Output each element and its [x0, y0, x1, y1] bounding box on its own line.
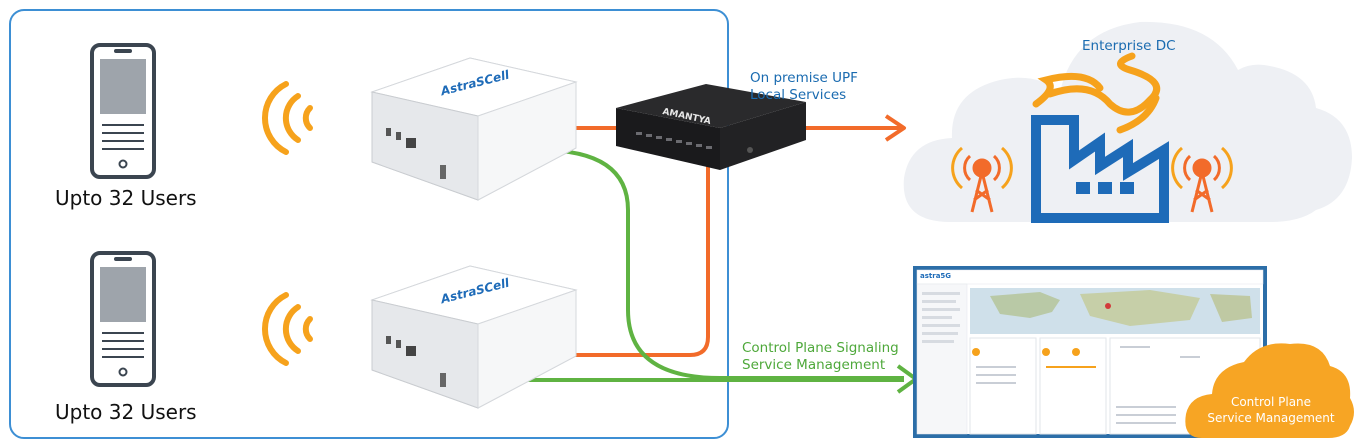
phone-icon	[90, 251, 156, 387]
control-plane-cloud-line1: Control Plane	[1230, 395, 1312, 409]
arrow-head	[884, 114, 906, 142]
control-plane-cloud-label: Control Plane Service Management	[1196, 394, 1346, 426]
cell-1-users-label: Upto 32 Users	[55, 186, 197, 210]
enterprise-cloud	[903, 21, 1352, 222]
control-plane-cloud	[1185, 343, 1354, 438]
radio-tower-icon	[951, 146, 1013, 213]
wireless-signal-icon	[262, 81, 313, 155]
upf-label-line2: Local Services	[750, 87, 847, 103]
site-frame	[9, 9, 729, 439]
upf-label-line1: On premise UPF	[750, 70, 858, 86]
radio-tower-icon	[1171, 146, 1233, 213]
upf-server	[616, 84, 806, 170]
factory-icon	[1031, 52, 1169, 223]
wireless-signal-icon	[262, 292, 313, 366]
dashboard-brand: astra5G	[920, 272, 952, 280]
control-plane-label: Control Plane Signaling Service Manageme…	[742, 340, 899, 374]
control-plane-label-line2: Service Management	[742, 357, 886, 373]
control-plane-label-line1: Control Plane Signaling	[742, 340, 899, 356]
orange-link	[572, 160, 710, 357]
control-plane-cloud-line2: Service Management	[1207, 411, 1335, 425]
phone-icon	[90, 43, 156, 179]
cell-2-users-label: Upto 32 Users	[55, 400, 197, 424]
small-cell-device	[370, 57, 578, 201]
small-cell-device	[370, 265, 578, 409]
green-link	[539, 148, 904, 380]
enterprise-label: Enterprise DC	[1082, 38, 1176, 54]
upf-label: On premise UPF Local Services	[750, 70, 858, 104]
